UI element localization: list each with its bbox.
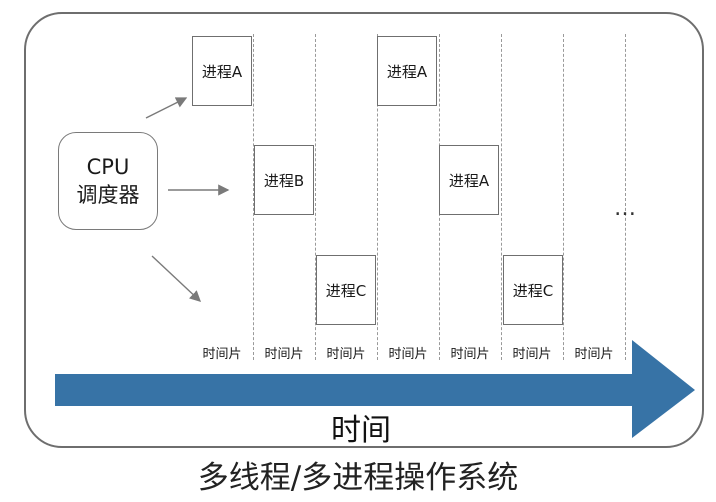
time-arrow xyxy=(55,340,695,438)
process-box-b: 进程B xyxy=(254,145,314,215)
slice-divider xyxy=(625,34,626,360)
process-label: 进程C xyxy=(512,281,554,300)
slice-divider xyxy=(563,34,564,360)
process-label: 进程A xyxy=(448,171,490,190)
cpu-label: CPU xyxy=(86,155,130,179)
process-box-c: 进程C xyxy=(316,255,376,325)
process-label: 进程A xyxy=(386,62,428,81)
time-slice-label: 时间片 xyxy=(264,347,304,362)
time-slice-label: 时间片 xyxy=(326,347,366,362)
slice-divider xyxy=(377,34,378,360)
time-slice-label: 时间片 xyxy=(388,347,428,362)
process-label: 进程C xyxy=(325,281,367,300)
time-slice-label: 时间片 xyxy=(202,347,242,362)
diagram-caption: 多线程/多进程操作系统 xyxy=(197,460,519,496)
slice-divider xyxy=(501,34,502,360)
slice-divider xyxy=(253,34,254,360)
process-label: 进程A xyxy=(201,62,243,81)
process-box-a: 进程A xyxy=(439,145,499,215)
process-label: 进程B xyxy=(263,171,305,190)
slice-divider xyxy=(315,34,316,360)
time-axis-label: 时间 xyxy=(331,413,391,448)
cpu-scheduler: CPU 调度器 xyxy=(58,132,158,230)
scheduler-label: 调度器 xyxy=(76,183,140,207)
time-slice-label: 时间片 xyxy=(512,347,552,362)
process-box-a: 进程A xyxy=(192,36,252,106)
process-box-c: 进程C xyxy=(503,255,563,325)
process-box-a: 进程A xyxy=(377,36,437,106)
dispatch-arrow-up xyxy=(145,97,188,119)
continuation-ellipsis: … xyxy=(614,196,638,221)
time-slice-label: 时间片 xyxy=(450,347,490,362)
time-slice-label: 时间片 xyxy=(574,347,614,362)
dispatch-arrow-down xyxy=(151,255,202,302)
